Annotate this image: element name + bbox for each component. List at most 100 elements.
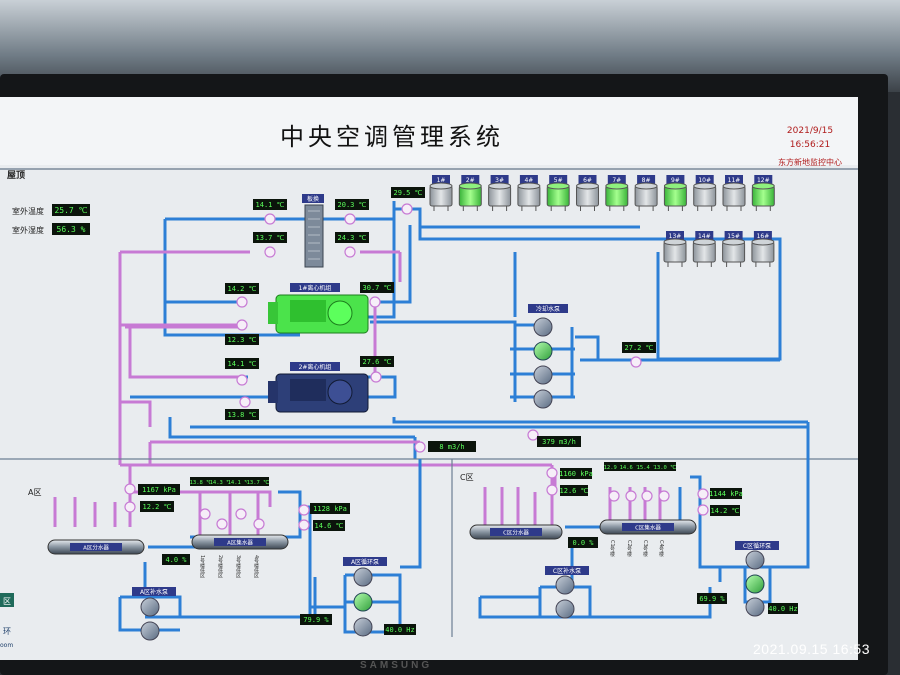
tower-label: 10# [698,177,711,184]
cooling-tower-4[interactable]: 4# [517,175,541,211]
zone-c-return-temp: 14.2 ℃ [711,507,740,515]
branch-label-3: C4号楼 [658,540,664,558]
tower-label: 8# [642,177,651,184]
cooling-towers-row-1: 1# 2# 3# 4# 5# 6# 7# 8# 9# 10# 11# 12# [429,175,775,211]
cooling-pump-3[interactable] [533,365,553,385]
cooling-tower-1[interactable]: 1# [429,175,453,211]
zone-a-collector[interactable]: A区集水器 [191,534,289,550]
zone-c-makeup-pump-2[interactable] [555,599,575,619]
monitor-brand: SAMSUNG [360,660,433,671]
zone-c-circ-pump-3[interactable] [745,597,765,617]
left-edge-button-text: 区 [3,597,11,606]
flow-2-value: 379 m3/h [542,438,576,446]
cooling-tower-6[interactable]: 6# [576,175,599,211]
branch-label-1: C2号楼 [626,540,632,558]
cooling-tower-14[interactable]: 14# [692,231,716,267]
tower-label: 6# [583,177,592,184]
roof-section-label: 屋顶 [7,170,25,181]
zone-c-distributor-label: C区分水器 [503,529,529,537]
cooling-tower-3[interactable]: 3# [488,175,512,211]
temp-readout-t9: 14.1 ℃ [228,360,257,368]
small-temp-1: 14.6 ℃ [620,465,644,471]
flow-1-value: 8 m3/h [439,443,464,451]
tower-label: 9# [671,177,680,184]
left-edge-button[interactable] [0,593,14,607]
zone-a-supply-temp: 12.2 ℃ [143,503,172,511]
zone-a-makeup-pump-2[interactable] [140,621,160,641]
cooling-pump-2[interactable] [533,341,553,361]
zone-a-return-pressure: 1128 kPa [313,505,347,513]
zone-c-valve-value: 0.0 % [572,539,594,547]
tower-label: 3# [495,177,504,184]
zone-c-circ-pump-2[interactable] [745,574,765,594]
branch-label-2: 3号楼低区 [235,555,241,579]
temp-readout-t4: 24.3 ℃ [338,234,367,242]
cooling-tower-9[interactable]: 9# [663,175,687,211]
tower-label: 12# [757,177,770,184]
outdoor-temp-value: 25.7 ℃ [54,206,87,215]
temp-readout-t5: 29.5 ℃ [394,189,423,197]
page-title: 中央空调管理系统 [280,123,504,151]
outdoor-temp-label: 室外温度 [12,206,44,216]
cooling-tower-13[interactable]: 13# [663,231,687,267]
tower-label: 14# [698,233,711,240]
zone-c-circ-pump-1[interactable] [745,550,765,570]
zone-a-circ-pump-2[interactable] [353,592,373,612]
zone-c-distributor[interactable]: C区分水器 [469,524,563,540]
organization-name: 东方新地监控中心 [778,157,842,167]
cooling-tower-10[interactable]: 10# [693,175,717,211]
cooling-pump-1[interactable] [533,317,553,337]
small-temp-2: 14.1 ℃ [228,480,252,486]
zone-a-pump-pct: 79.9 % [303,616,329,624]
zone-c-small-temps: 12.9 ℃14.6 ℃15.4 ℃13.0 ℃ [604,462,677,471]
zone-c-makeup-pump-1[interactable] [555,575,575,595]
tower-label: 16# [757,233,770,240]
cooling-tower-12[interactable]: 12# [751,175,775,211]
branch-label-0: C1号楼 [609,540,615,558]
zone-c-collector[interactable]: C区集水器 [599,519,697,535]
header-bar [0,97,858,165]
branch-label-0: 1号楼低区 [199,555,205,579]
tower-label: 7# [612,177,621,184]
zone-c-collector-label: C区集水器 [635,524,661,532]
left-edge-text-2: oom [0,642,13,649]
tower-label: 2# [466,177,475,184]
chiller-2[interactable]: 2#离心机组 [268,362,369,413]
plate-heat-exchanger[interactable] [304,204,324,268]
chiller-1[interactable]: 1#离心机组 [268,283,369,334]
cooling-tower-8[interactable]: 8# [634,175,658,211]
photo-timestamp: 2021.09.15 16:53 [753,641,870,657]
zone-c-return-pressure: 1144 kPa [709,490,743,498]
branch-label-1: 2号楼低区 [217,555,223,579]
temp-readout-t10: 27.6 ℃ [363,358,392,366]
cooling-pump-4[interactable] [533,389,553,409]
zone-a-small-temps: 13.8 ℃14.3 ℃14.1 ℃13.7 ℃ [190,477,270,486]
zone-sensor-markers [124,467,709,531]
cooling-tower-2[interactable]: 2# [458,175,482,211]
tower-label: 11# [728,177,741,184]
scada-screen: 中央空调管理系统 2021/9/15 16:56:21 东方新地监控中心 屋顶 … [0,97,858,660]
cooling-pump-label: 冷却水泵 [536,305,560,313]
zone-a-label: A区 [28,488,41,497]
cooling-tower-11[interactable]: 11# [722,175,746,211]
temp-readout-t8: 12.3 ℃ [228,336,257,344]
zone-a-hz: 40.0 Hz [385,626,415,634]
zone-a-makeup-pump-1[interactable] [140,597,160,617]
zone-a-supply-pressure: 1167 kPa [142,486,176,494]
hvac-diagram: 中央空调管理系统 2021/9/15 16:56:21 东方新地监控中心 屋顶 … [0,97,858,649]
zone-a-circ-pump-3[interactable] [353,617,373,637]
zone-c-pump-pct: 69.9 % [699,595,725,603]
cooling-tower-16[interactable]: 16# [751,231,775,267]
cooling-tower-7[interactable]: 7# [605,175,629,211]
zone-a-circ-pump-1[interactable] [353,567,373,587]
cooling-tower-5[interactable]: 5# [546,175,570,211]
zone-a-distributor[interactable]: A区分水器 [47,539,145,555]
cooling-tower-15[interactable]: 15# [722,231,746,267]
zone-c-hz: 40.0 Hz [768,605,798,613]
small-temp-1: 14.3 ℃ [210,480,234,486]
temp-readout-t7: 30.7 ℃ [363,284,392,292]
small-temp-2: 15.4 ℃ [637,465,661,471]
tower-label: 4# [524,177,533,184]
